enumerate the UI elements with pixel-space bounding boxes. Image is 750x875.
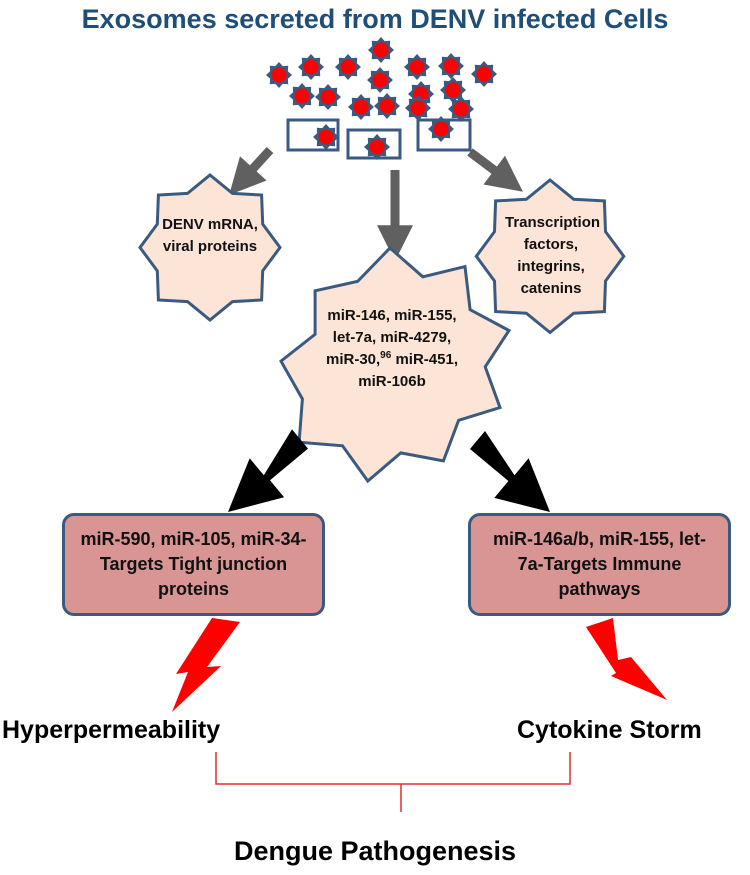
brace-bracket [215,752,571,812]
exosome-icon [471,61,497,87]
cargo-right-text: Transcription factors, integrins, cateni… [505,214,601,297]
exosome-icon [368,37,394,63]
exosome-icon [367,67,393,93]
arrow-to-right-cargo [467,148,523,192]
cell-box-center [346,128,402,160]
cell-box-left [286,118,340,152]
arrow-to-left-target [228,429,308,512]
exosome-icon [364,134,390,160]
citation-ref: 96 [380,350,392,361]
cargo-star-left [138,173,282,322]
outcome-right: Cytokine Storm [517,716,702,744]
cargo-left-text: DENV mRNA, viral proteins [162,216,258,255]
target-left-text: miR-590, miR-105, miR-34-Targets Tight j… [80,529,307,599]
exosome-icon [404,54,430,80]
cargo-star-right [474,178,626,335]
target-right-text: miR-146a/b, miR-155, let-7a-Targets Immu… [492,529,707,599]
arrow-to-right-target [470,431,550,512]
cargo-center-line2: miR-451, miR-106b [358,351,458,390]
exosome-icon [335,54,361,80]
lightning-right-icon [586,618,667,700]
cargo-star-center [279,245,512,484]
arrow-to-left-cargo [229,146,274,195]
exosome-icon [266,62,292,88]
target-box-right: miR-146a/b, miR-155, let-7a-Targets Immu… [468,513,731,616]
lightning-left-icon [172,618,240,712]
exosome-icon [438,53,464,79]
target-box-left: miR-590, miR-105, miR-34-Targets Tight j… [62,513,325,616]
cargo-center-line1: miR-146, miR-155, let-7a, miR-4279, miR-… [325,307,457,368]
cell-box-right [416,118,472,152]
diagram-title: Exosomes secreted from DENV infected Cel… [81,4,669,34]
exosome-icon [405,95,431,121]
exosome-icon [289,83,315,109]
exosome-cluster [266,37,497,160]
exosome-icon [448,96,474,122]
outcome-left: Hyperpermeability [2,716,221,744]
exosome-icon [298,54,324,80]
exosome-icon [313,124,339,150]
exosome-icon [315,84,341,110]
exosome-icon [348,94,374,120]
result-label: Dengue Pathogenesis [233,836,517,866]
cargo-center-text: miR-146, miR-155, let-7a, miR-4279, miR-… [322,305,462,393]
exosome-icon [374,93,400,119]
